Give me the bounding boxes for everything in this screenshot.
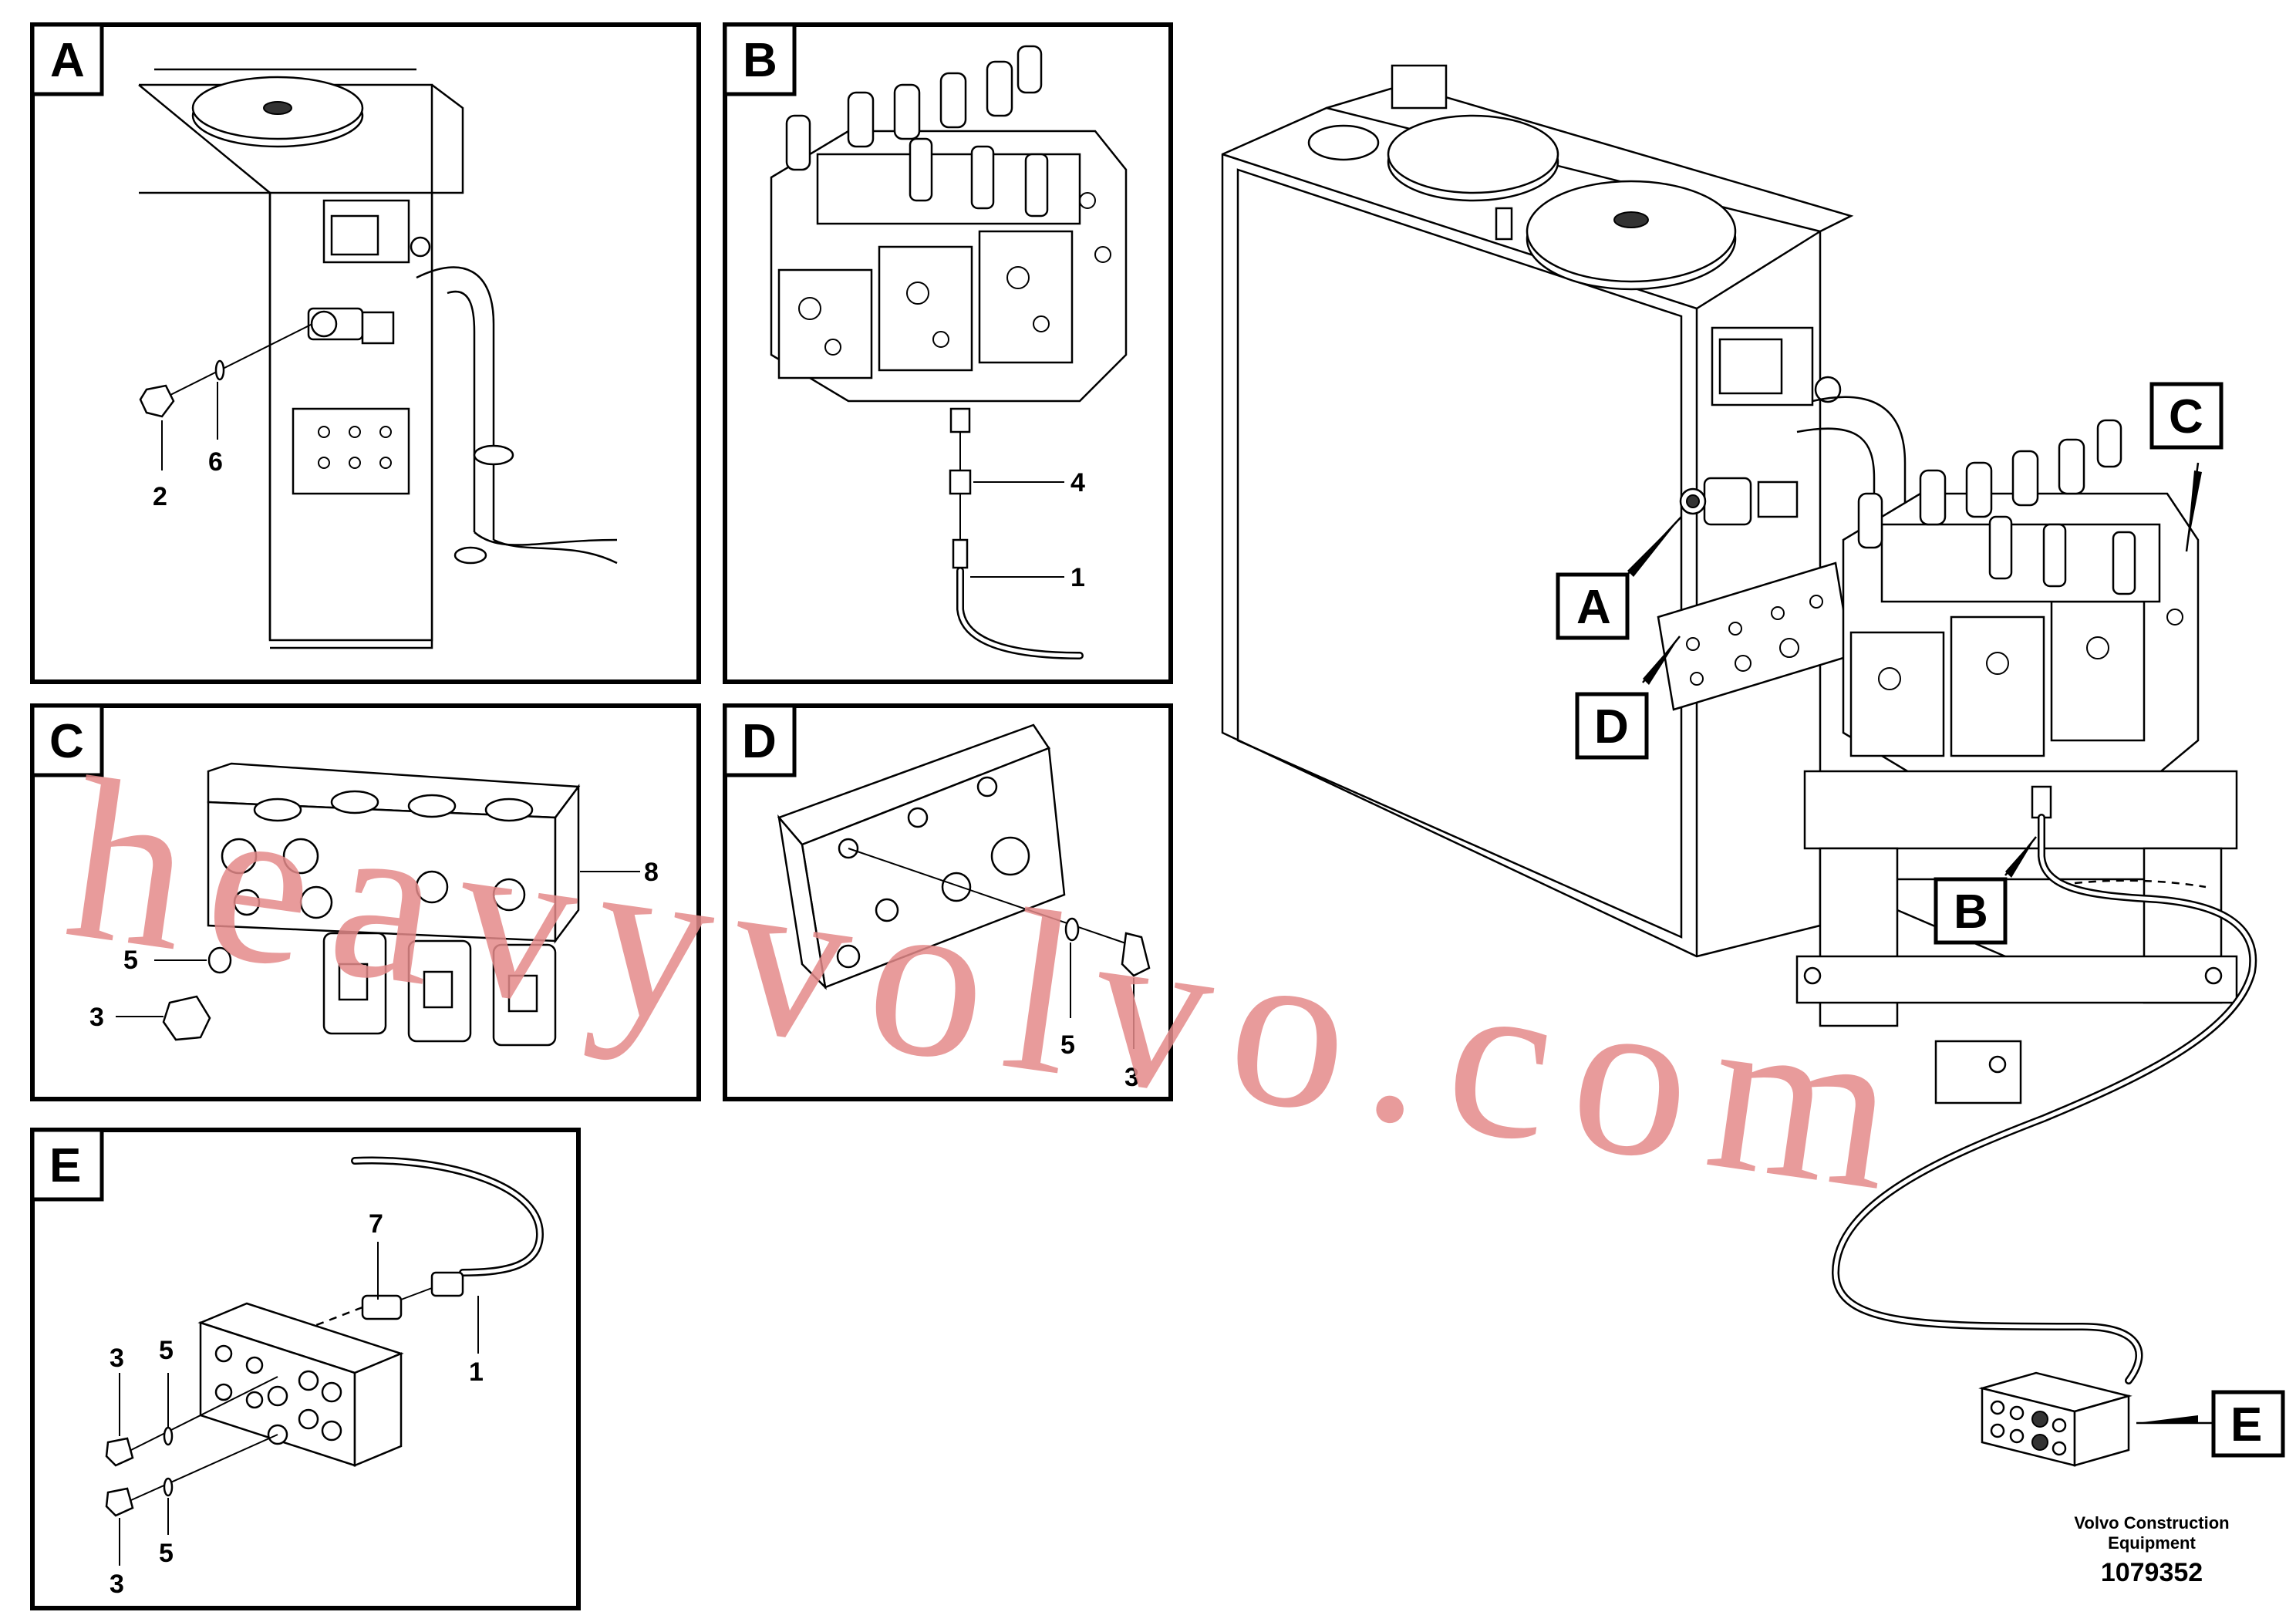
footer-company-line1: Volvo Construction [2074, 1513, 2229, 1533]
panel-d-label: D [742, 715, 777, 768]
callout-a-6: 6 [208, 447, 223, 477]
overview-tag-a: A [1576, 581, 1611, 634]
overview-tag-c: C [2169, 390, 2203, 443]
callout-e-3-top: 3 [110, 1344, 124, 1373]
panel-b: 4 1 B [723, 22, 1173, 684]
footer-drawing-number: 1079352 [2101, 1558, 2203, 1587]
panel-e-label: E [49, 1139, 81, 1192]
overview-tag-b: B [1954, 885, 1988, 939]
panel-a-label: A [50, 34, 85, 87]
callout-d-5: 5 [1060, 1030, 1075, 1060]
callout-d-3: 3 [1124, 1063, 1139, 1092]
footer-block: Volvo Construction Equipment 1079352 [2074, 1513, 2229, 1587]
callout-e-7: 7 [369, 1209, 383, 1239]
footer-company-line2: Equipment [2108, 1533, 2196, 1553]
panel-c-label: C [49, 715, 84, 768]
overview-tag-d: D [1594, 700, 1629, 754]
callout-e-5-bottom: 5 [159, 1539, 174, 1568]
callout-e-3-bottom: 3 [110, 1570, 124, 1599]
callout-c-5: 5 [123, 946, 138, 975]
panel-e: 7 1 3 5 3 5 E [30, 1128, 581, 1610]
callout-c-8: 8 [644, 858, 659, 887]
panel-c: 8 5 3 C [30, 703, 701, 1101]
callout-b-1: 1 [1070, 563, 1085, 592]
panel-b-label: B [743, 34, 777, 87]
callout-e-5-top: 5 [159, 1336, 174, 1365]
callout-e-1: 1 [469, 1357, 484, 1387]
overview-tag-e: E [2230, 1398, 2262, 1452]
callout-c-3: 3 [89, 1003, 104, 1032]
panel-a: 2 6 A [30, 22, 701, 684]
callout-a-2: 2 [153, 482, 167, 511]
overview-drawing: A D C B E [1221, 64, 2285, 1467]
callout-b-4: 4 [1070, 468, 1085, 497]
panel-d: 5 3 D [723, 703, 1173, 1101]
